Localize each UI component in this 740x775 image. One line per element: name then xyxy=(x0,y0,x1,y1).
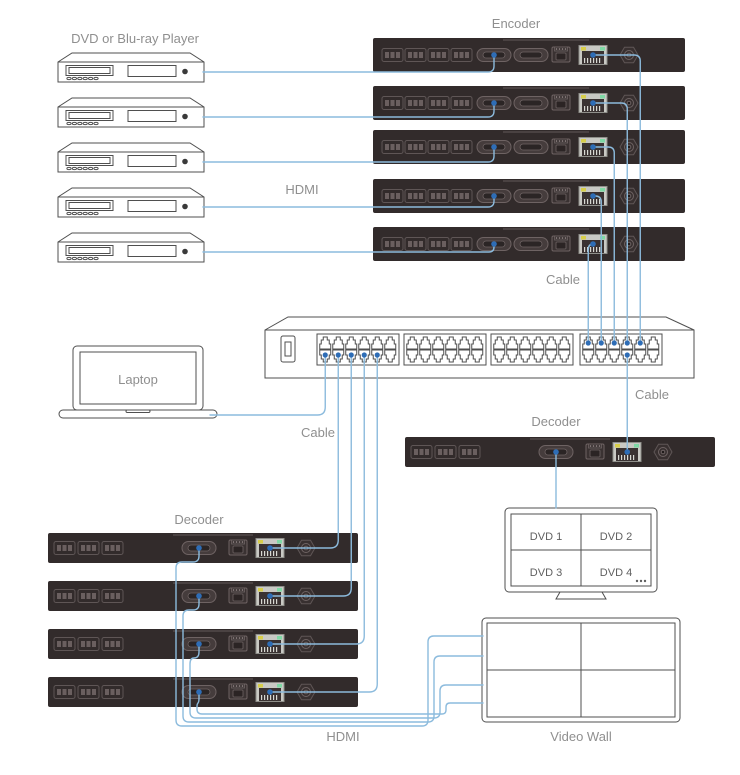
cable-switch-decoder4 xyxy=(269,354,378,693)
label-laptop: Laptop xyxy=(118,372,158,387)
cable-player3-encoder3 xyxy=(202,148,495,163)
laptop xyxy=(58,345,218,419)
label-hdmi-top: HDMI xyxy=(285,182,318,197)
dvd-player-3 xyxy=(57,142,205,173)
encoder-2 xyxy=(373,86,685,120)
switch-port-group-4 xyxy=(580,334,662,365)
tv-cell-1: DVD 1 xyxy=(530,531,562,543)
dvd-player-4 xyxy=(57,187,205,218)
cable-player5-encoder5 xyxy=(202,246,495,253)
cables-layer xyxy=(175,52,643,727)
cable-decoder2-videowall xyxy=(182,595,484,723)
switch-port-group-3 xyxy=(491,334,573,365)
cable-encoder1-switch xyxy=(592,54,641,344)
cable-decoder3-videowall xyxy=(189,643,484,719)
tv-cell-2: DVD 2 xyxy=(600,531,632,543)
decoder-right xyxy=(405,437,715,467)
cable-encoder3-switch xyxy=(592,146,615,344)
tv-cell-3: DVD 3 xyxy=(530,567,562,579)
encoder-1 xyxy=(373,38,685,72)
label-dvd-group: DVD or Blu-ray Player xyxy=(71,31,200,46)
label-video-wall: Video Wall xyxy=(550,729,612,744)
cable-player1-encoder1 xyxy=(202,56,495,73)
label-decoder-left: Decoder xyxy=(174,512,224,527)
label-cable-top: Cable xyxy=(546,272,580,287)
label-decoder-right: Decoder xyxy=(531,414,581,429)
switch-power-button xyxy=(280,335,296,363)
cable-laptop-switch xyxy=(209,354,326,416)
encoder-5 xyxy=(373,227,685,261)
decoder-left-group xyxy=(48,533,358,707)
cable-switch-decoder1 xyxy=(269,354,339,549)
encoder-4 xyxy=(373,179,685,213)
cable-decoder1-videowall xyxy=(175,547,484,727)
label-cable-right: Cable xyxy=(635,387,669,402)
label-cable-left: Cable xyxy=(301,425,335,440)
encoder-3 xyxy=(373,130,685,164)
dvd-player-5 xyxy=(57,232,205,263)
cable-encoder2-switch xyxy=(592,102,628,344)
dvd-player-2 xyxy=(57,97,205,128)
label-hdmi-bottom: HDMI xyxy=(326,729,359,744)
dvd-player-1 xyxy=(57,52,205,83)
video-wall xyxy=(481,617,681,723)
dvd-player-group xyxy=(57,52,205,263)
cable-switch-decoder3 xyxy=(269,354,365,645)
switch-port-group-2 xyxy=(404,334,486,365)
label-encoder-group: Encoder xyxy=(492,16,541,31)
cable-player4-encoder4 xyxy=(202,197,495,208)
cable-player2-encoder2 xyxy=(202,104,495,118)
cable-decoder4-videowall xyxy=(196,691,484,715)
tv-display: DVD 1 DVD 2 DVD 3 DVD 4 xyxy=(504,507,658,600)
tv-cell-4: DVD 4 xyxy=(600,567,632,579)
network-switch xyxy=(264,316,695,379)
cable-switch-decoder2 xyxy=(269,354,352,597)
connection-dots xyxy=(196,52,643,695)
switch-port-group-1 xyxy=(317,334,399,365)
